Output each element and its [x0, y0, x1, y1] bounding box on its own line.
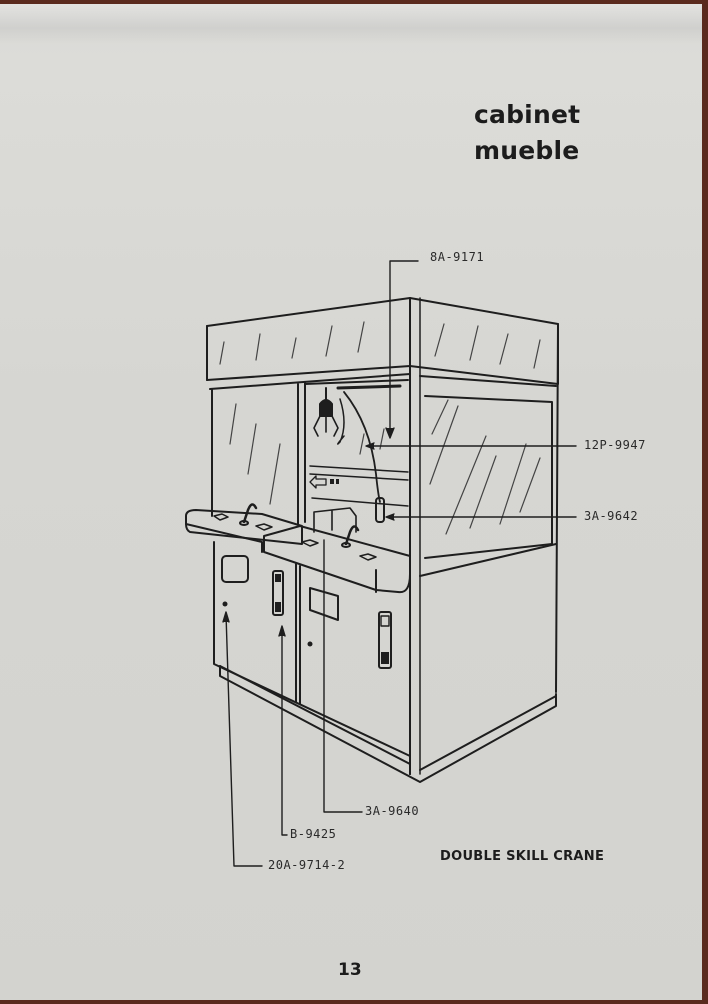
- callout-8a-9171: 8A-9171: [430, 250, 485, 264]
- title-english: cabinet: [474, 100, 581, 129]
- cabinet-illustration: [185, 260, 577, 867]
- page-number: 13: [338, 960, 362, 980]
- title-french: mueble: [474, 136, 580, 165]
- manual-page: cabinet mueble: [0, 4, 702, 1000]
- callout-20a-9714-2: 20A-9714-2: [268, 858, 346, 872]
- callout-3a-9642: 3A-9642: [584, 509, 639, 523]
- callout-3a-9640: 3A-9640: [365, 804, 420, 818]
- callout-12p-9947: 12P-9947: [584, 438, 646, 452]
- callout-b-9425: B-9425: [290, 827, 337, 841]
- page-title: cabinet mueble: [474, 97, 580, 169]
- figure-caption: DOUBLE SKILL CRANE: [440, 849, 605, 864]
